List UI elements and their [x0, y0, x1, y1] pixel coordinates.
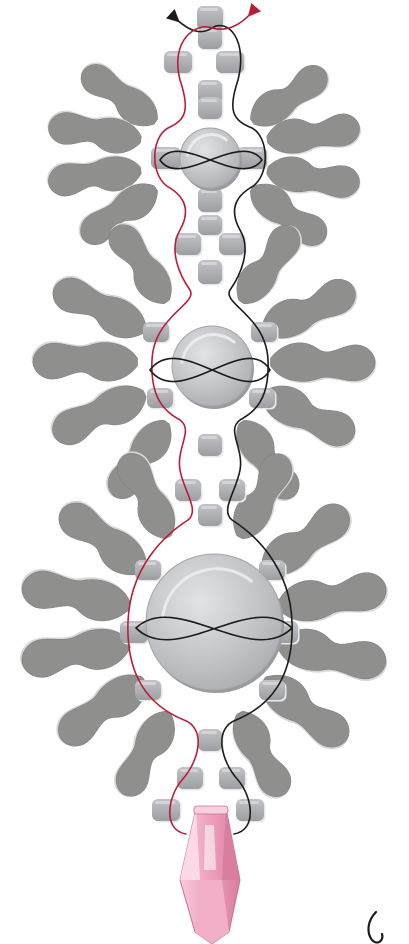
petal-body — [228, 218, 308, 312]
seed-bead-13 — [198, 260, 224, 286]
seed-bead-19 — [175, 479, 203, 503]
seed-bead-shine — [222, 235, 240, 238]
seed-bead-28 — [198, 729, 224, 753]
seed-bead-shine — [138, 562, 156, 565]
seed-bead-26 — [135, 680, 163, 702]
seed-bead-shine — [262, 562, 280, 565]
seed-bead-21 — [198, 504, 224, 528]
petal-body — [19, 624, 133, 683]
crystal-shine — [204, 825, 216, 870]
seed-bead-shine — [178, 235, 196, 238]
seed-bead-shine — [146, 324, 164, 327]
crystal-drop-body — [180, 806, 240, 944]
petal-body — [270, 343, 375, 382]
crystal-top — [194, 806, 228, 814]
seed-bead-shine — [155, 801, 175, 804]
petal-2-left-2 — [32, 341, 138, 381]
petal-body — [33, 343, 138, 382]
petal-3-left-3 — [17, 622, 133, 683]
seed-bead-shine — [201, 731, 217, 734]
seed-bead-shine — [201, 262, 217, 265]
seed-bead-shine — [201, 506, 217, 509]
seed-bead-shine — [150, 390, 168, 393]
seed-bead-4 — [198, 27, 224, 51]
seed-bead-shine — [167, 53, 187, 56]
crystal-drop — [180, 806, 240, 944]
seed-bead-shine — [178, 481, 196, 484]
seed-bead-24 — [120, 621, 150, 645]
seed-bead-17 — [249, 388, 277, 410]
seed-bead-8 — [198, 97, 224, 121]
seed-bead-18 — [198, 434, 224, 458]
seed-bead-shine — [219, 53, 239, 56]
center-bead-body — [172, 326, 252, 406]
center-bead-bottom — [146, 554, 284, 693]
seed-bead-shine — [201, 217, 217, 220]
seed-bead-shine — [252, 390, 270, 393]
seed-bead-shine — [201, 82, 217, 85]
seed-bead-22 — [135, 560, 163, 582]
seed-bead-9 — [198, 188, 224, 214]
seed-bead-shine — [201, 436, 217, 439]
center-bead-body — [146, 554, 282, 690]
seed-bead-29 — [177, 767, 205, 791]
seed-bead-16 — [147, 388, 175, 410]
center-bead-body — [180, 128, 240, 188]
petal-3-left-2 — [17, 565, 133, 626]
seed-bead-12 — [198, 215, 224, 237]
petal-3-left-5 — [107, 704, 183, 804]
center-bead-middle — [172, 326, 254, 409]
petal-body — [19, 567, 133, 626]
petal-2-right-2 — [270, 343, 376, 383]
seed-bead-shine — [201, 99, 217, 102]
seed-bead-10 — [175, 233, 203, 257]
seed-bead-shine — [262, 682, 280, 685]
hook-icon — [369, 912, 383, 942]
seed-bead-shine — [200, 8, 218, 11]
seed-bead-27 — [259, 680, 287, 702]
seed-bead-31 — [152, 799, 182, 823]
